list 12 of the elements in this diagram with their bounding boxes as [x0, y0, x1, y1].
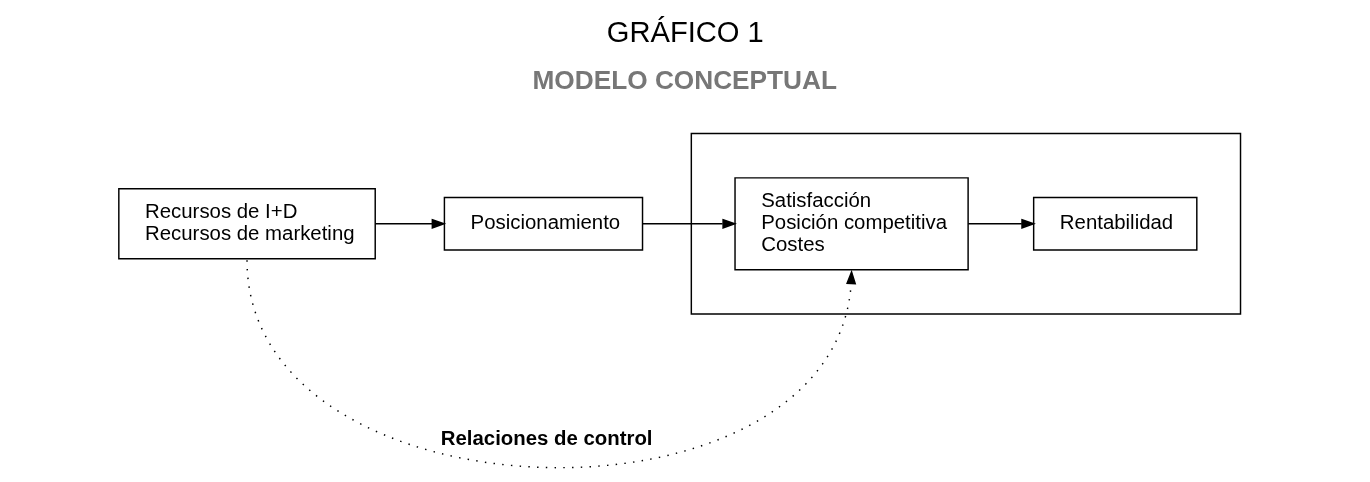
node-box: Satisfacción Posición competitiva Costes	[733, 177, 969, 271]
node-box: Recursos de I+D Recursos de marketing	[117, 188, 376, 260]
cluster	[690, 132, 1241, 315]
arrow	[641, 218, 737, 229]
arrow	[374, 218, 446, 229]
node-box: Posicionamiento	[443, 196, 643, 251]
caption: MODELO CONCEPTUAL	[532, 64, 837, 95]
arrow	[966, 218, 1036, 229]
arrow	[245, 259, 856, 469]
diagram-title: GRÁFICO 1	[606, 15, 764, 48]
node-box: Rentabilidad	[1032, 196, 1198, 251]
edge-label: Relaciones de control	[440, 427, 652, 450]
